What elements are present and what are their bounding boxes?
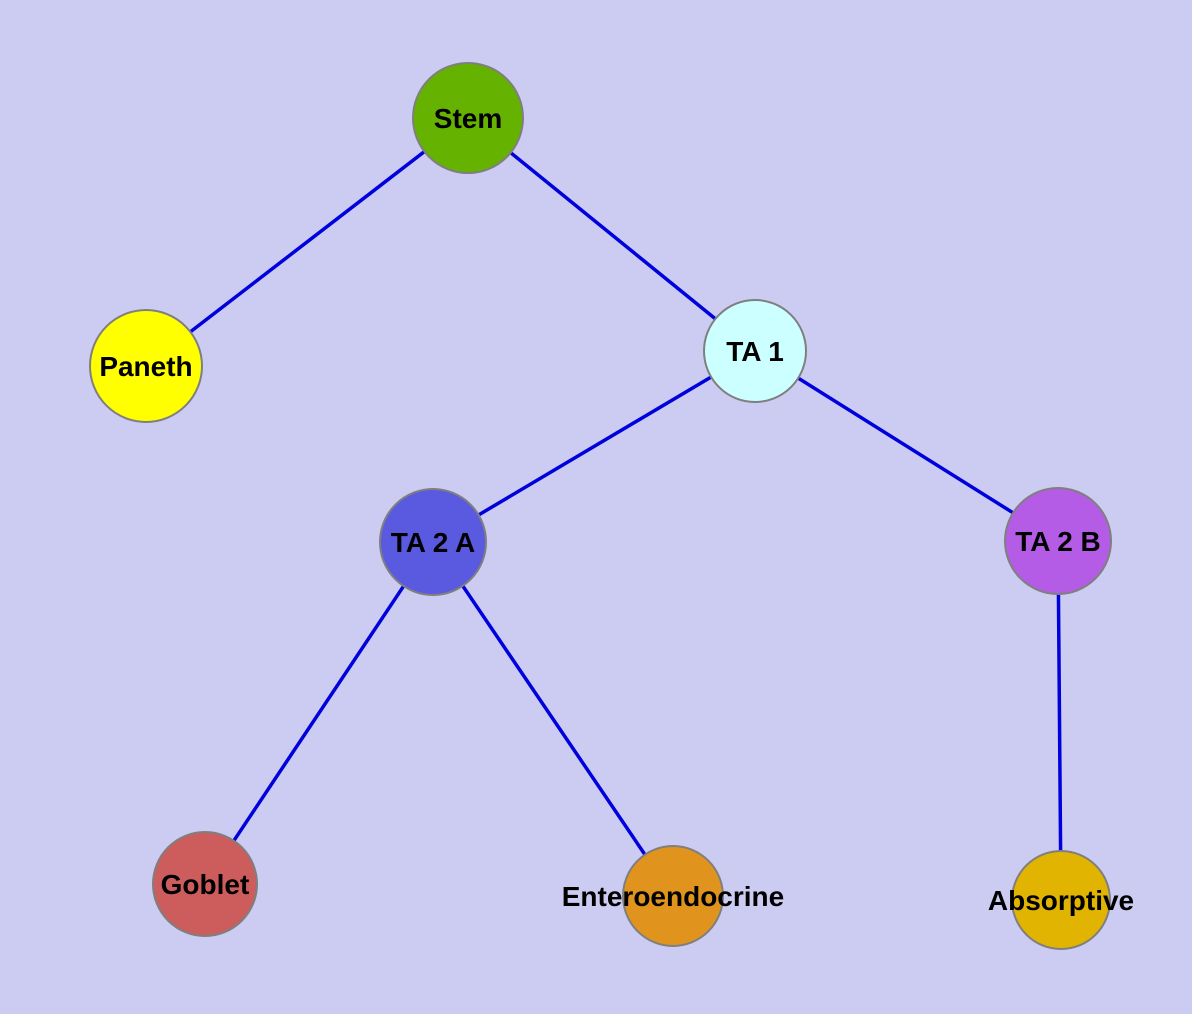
node-paneth[interactable]: Paneth xyxy=(89,309,203,423)
node-goblet[interactable]: Goblet xyxy=(152,831,258,937)
node-stem[interactable]: Stem xyxy=(412,62,524,174)
edge-stem-paneth xyxy=(144,116,470,368)
node-enteroendocrine[interactable]: Enteroendocrine xyxy=(562,845,784,947)
edge-ta1-ta2a xyxy=(432,349,756,544)
node-stem-circle[interactable] xyxy=(412,62,524,174)
node-goblet-circle[interactable] xyxy=(152,831,258,937)
node-paneth-circle[interactable] xyxy=(89,309,203,423)
edge-ta2b-absorptive xyxy=(1056,540,1063,901)
node-ta2b[interactable]: TA 2 B xyxy=(1004,487,1112,595)
edge-stem-ta1 xyxy=(466,116,757,353)
node-enteroendocrine-circle[interactable] xyxy=(622,845,724,947)
edges-layer xyxy=(144,116,1063,901)
node-absorptive[interactable]: Absorptive xyxy=(988,850,1134,950)
node-absorptive-circle[interactable] xyxy=(1011,850,1111,950)
edge-ta2a-enteroendocrine xyxy=(431,541,675,897)
node-ta1[interactable]: TA 1 xyxy=(703,299,807,403)
edge-ta1-ta2b xyxy=(754,349,1059,543)
node-ta2b-circle[interactable] xyxy=(1004,487,1112,595)
edge-ta2a-goblet xyxy=(203,541,435,885)
node-ta1-circle[interactable] xyxy=(703,299,807,403)
node-ta2a[interactable]: TA 2 A xyxy=(379,488,487,596)
node-ta2a-circle[interactable] xyxy=(379,488,487,596)
